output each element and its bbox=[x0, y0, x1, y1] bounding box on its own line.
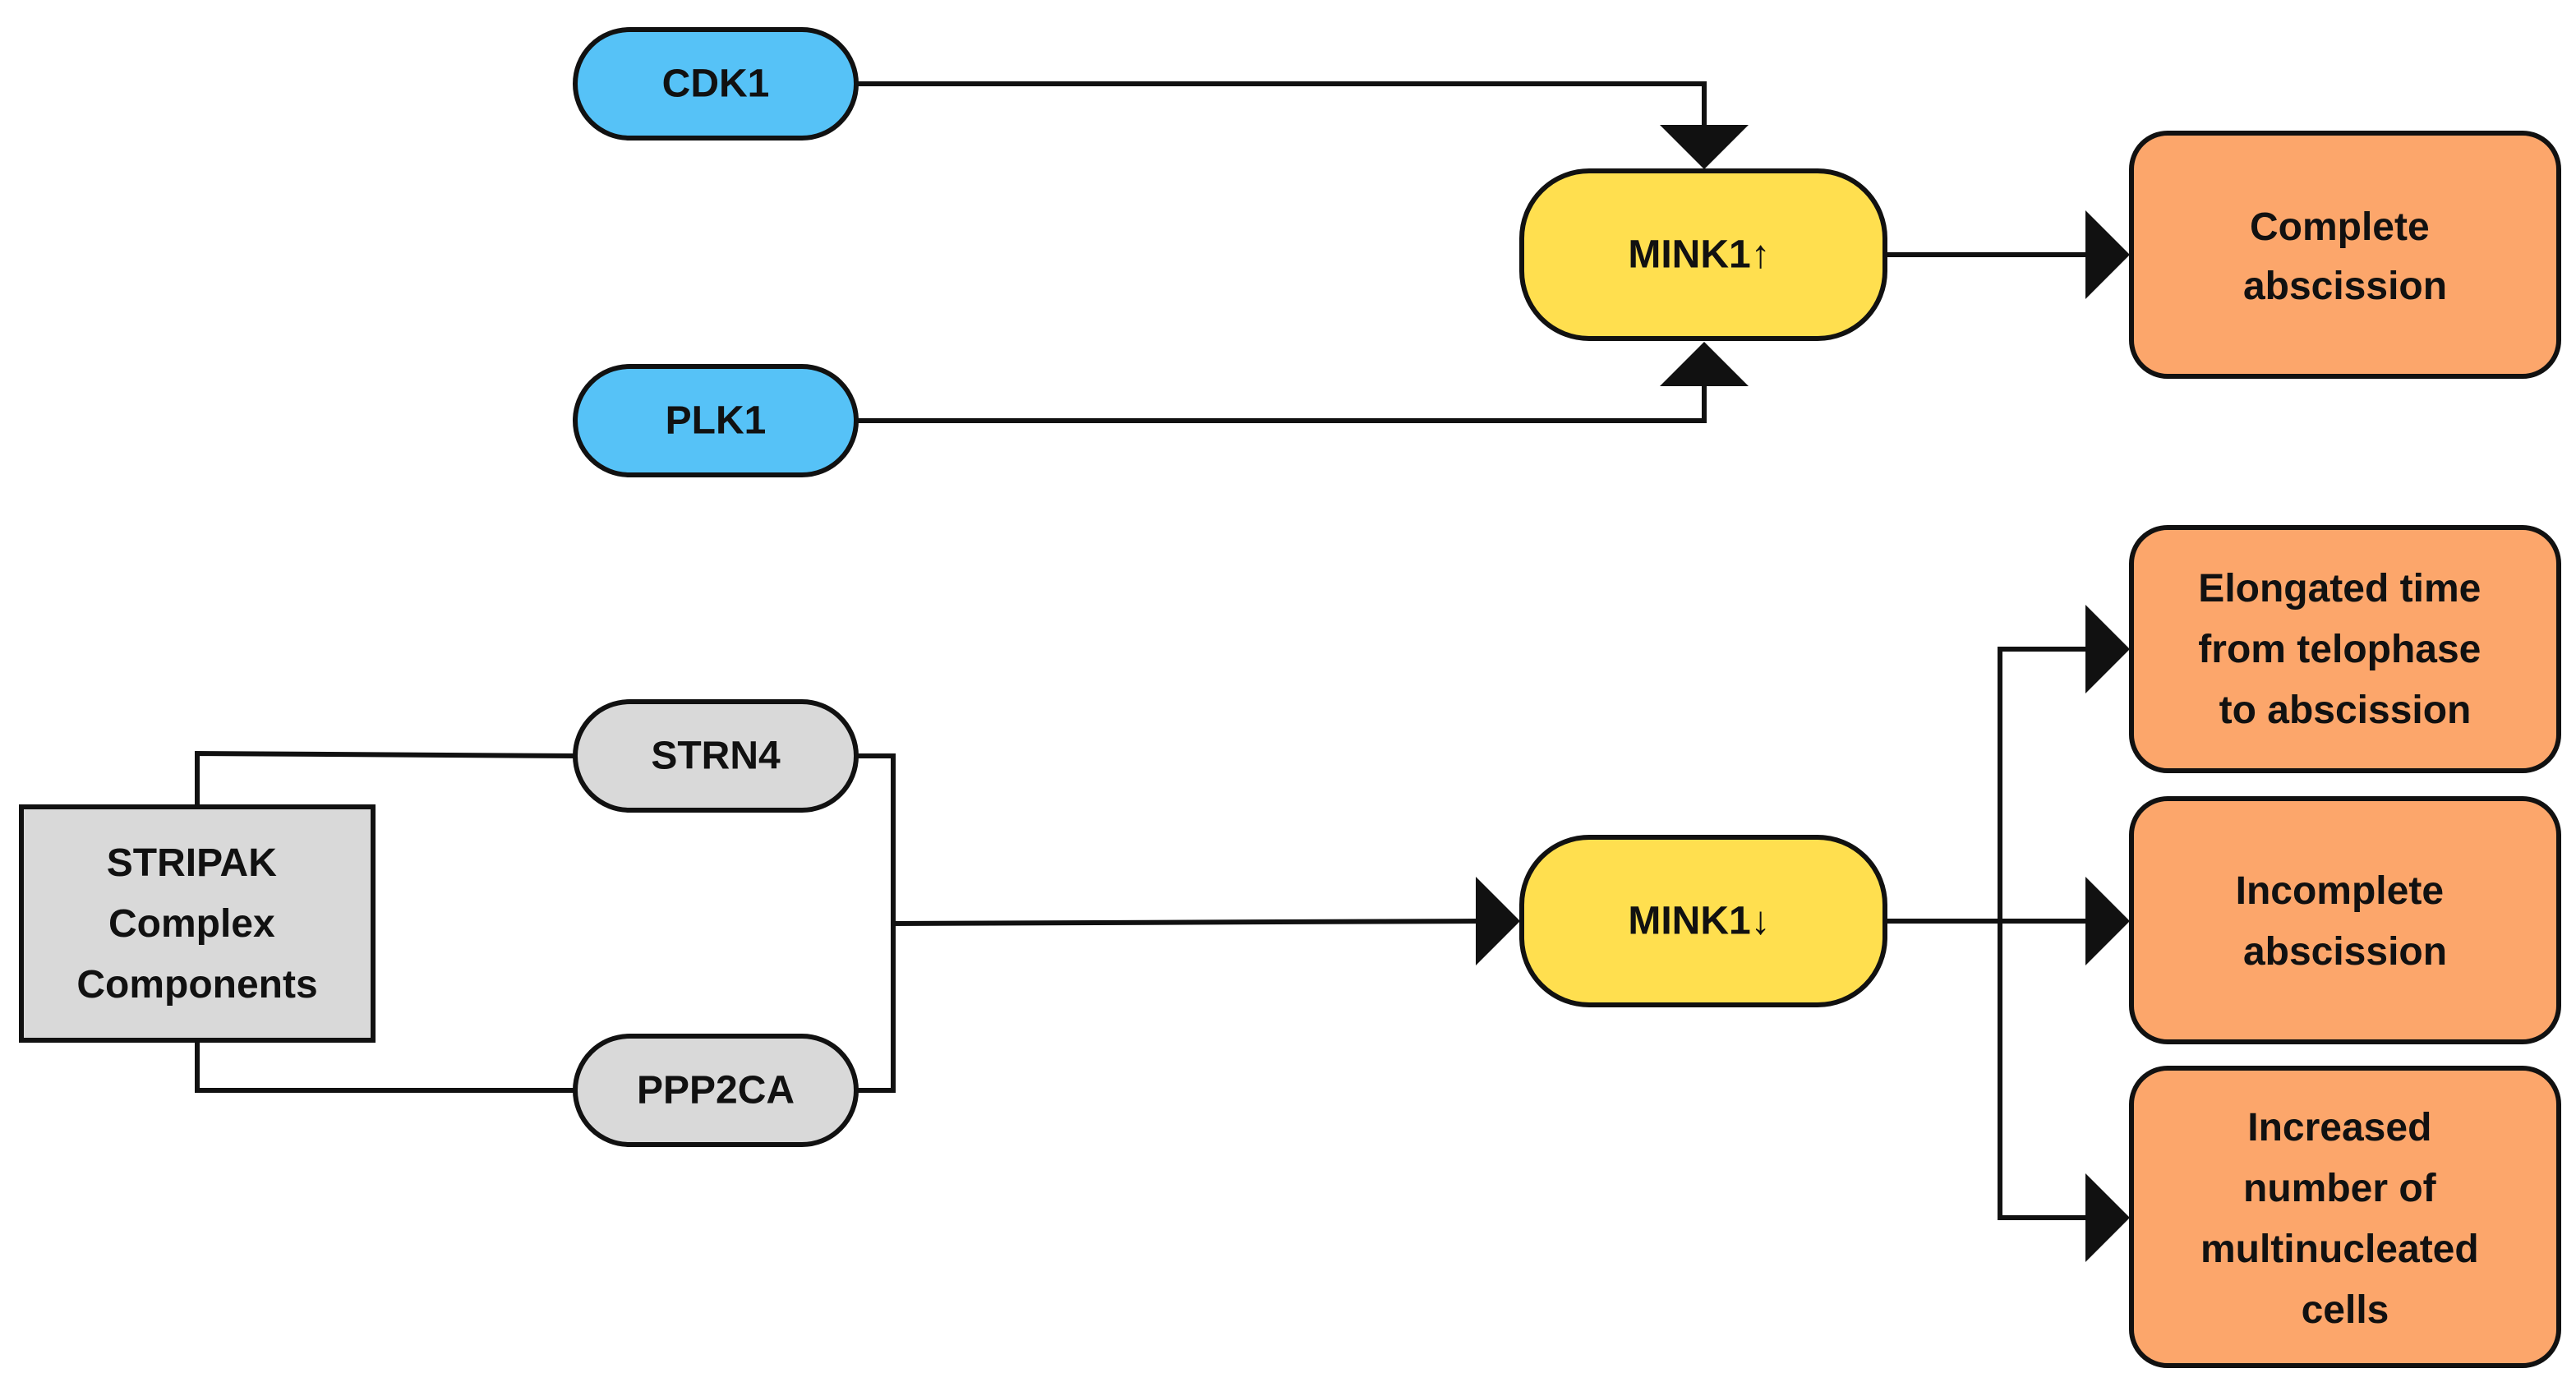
edge-stripak-to-strn4 bbox=[195, 750, 578, 809]
arrowhead-right-icon bbox=[2085, 210, 2130, 299]
node-stripak-complex-label: STRIPAK Complex Components bbox=[76, 841, 317, 1007]
node-multinucleated-cells: Increased number of multinucleated cells bbox=[2129, 1066, 2561, 1368]
node-stripak-complex: STRIPAK Complex Components bbox=[19, 804, 376, 1043]
arrowhead-right-icon bbox=[2085, 877, 2130, 965]
node-complete-abscission: Complete abscission bbox=[2129, 131, 2561, 379]
node-mink1-up-label: MINK1↑ bbox=[1628, 233, 1770, 277]
node-multinucleated-cells-label: Increased number of multinucleated cells bbox=[2200, 1106, 2490, 1332]
edge-stripak-to-ppp2ca bbox=[195, 1038, 578, 1093]
arrowhead-up-icon bbox=[1660, 342, 1749, 386]
node-mink1-down-label: MINK1↓ bbox=[1628, 900, 1770, 943]
node-cdk1-label: CDK1 bbox=[662, 62, 770, 106]
node-strn4-label: STRN4 bbox=[651, 735, 781, 778]
edge-strn4-bracket bbox=[854, 753, 896, 1093]
node-incomplete-abscission-label: Incomplete abscission bbox=[2236, 869, 2455, 974]
node-plk1-label: PLK1 bbox=[666, 399, 767, 443]
node-elongated-time-label: Elongated time from telophase to absciss… bbox=[2198, 567, 2491, 732]
node-plk1: PLK1 bbox=[573, 364, 859, 477]
arrowhead-right-icon bbox=[2085, 605, 2130, 693]
node-mink1-down: MINK1↓ bbox=[1519, 835, 1887, 1007]
edge-plk1-to-mink1-up bbox=[854, 380, 1707, 423]
node-ppp2ca-label: PPP2CA bbox=[637, 1069, 795, 1113]
node-ppp2ca: PPP2CA bbox=[573, 1034, 859, 1147]
arrowhead-down-icon bbox=[1660, 125, 1749, 169]
edge-stripak-to-mink1-down bbox=[890, 918, 1481, 927]
node-strn4: STRN4 bbox=[573, 699, 859, 813]
node-mink1-up: MINK1↑ bbox=[1519, 168, 1887, 341]
node-cdk1: CDK1 bbox=[573, 27, 859, 141]
node-elongated-time: Elongated time from telophase to absciss… bbox=[2129, 525, 2561, 773]
arrowhead-right-icon bbox=[1476, 877, 1520, 965]
edge-cdk1-to-mink1-up bbox=[854, 81, 1707, 130]
node-complete-abscission-label: Complete abscission bbox=[2243, 205, 2447, 308]
node-incomplete-abscission: Incomplete abscission bbox=[2129, 796, 2561, 1044]
arrowhead-right-icon bbox=[2085, 1173, 2130, 1262]
